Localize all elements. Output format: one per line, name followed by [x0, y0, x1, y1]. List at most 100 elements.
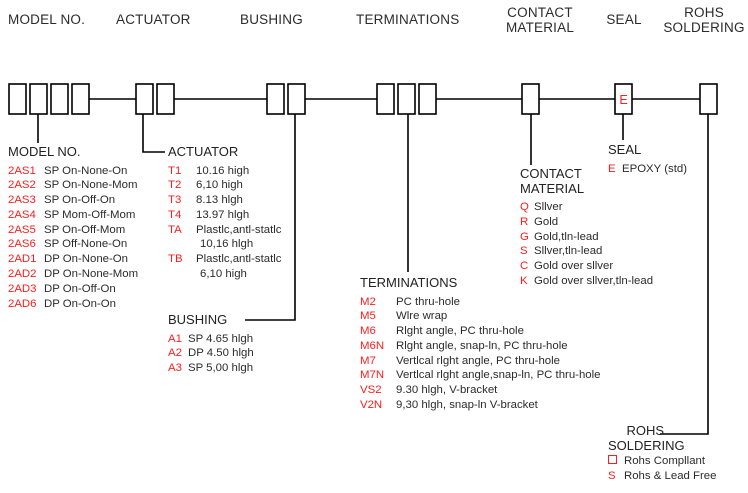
- option-description: SP On-Off-On: [44, 194, 116, 207]
- option-code: S: [520, 245, 528, 258]
- option-description: Sllver,tln-lead: [534, 245, 603, 258]
- option-row: TA Plastlc,antl-statlc: [168, 224, 281, 238]
- option-code: E: [608, 162, 616, 175]
- option-code: T3: [168, 194, 182, 207]
- option-code: S: [608, 469, 616, 482]
- box-rohs: [699, 83, 718, 115]
- option-description: Rlght angle, PC thru-hole: [396, 325, 524, 338]
- section-terminations-title: TERMINATIONS: [360, 275, 458, 290]
- option-description: Rlght angle, snap-ln, PC thru-hole: [396, 339, 568, 352]
- option-row: 2AS3 SP On-Off-On: [8, 194, 138, 208]
- option-row: S Sllver,tln-lead: [520, 245, 653, 259]
- option-description: 13.97 hlgh: [196, 208, 250, 221]
- box-contact-material: [521, 83, 540, 115]
- header-bushing: BUSHING: [240, 12, 303, 27]
- option-row: M6N Rlght angle, snap-ln, PC thru-hole: [360, 340, 601, 354]
- option-description: DP On-On-On: [44, 297, 116, 310]
- option-code: M2: [360, 295, 376, 308]
- option-code: 2AS4: [8, 208, 36, 221]
- option-code: M6N: [360, 339, 385, 352]
- option-code: K: [520, 274, 528, 287]
- header-rohs-soldering: ROHS SOLDERING: [663, 5, 745, 35]
- rohs-compliant-square-icon: [608, 455, 617, 465]
- section-contact-material-title: CONTACT MATERIAL: [520, 166, 585, 196]
- option-code: V2N: [360, 398, 383, 411]
- option-code: Q: [520, 201, 529, 213]
- leader-rohs: [660, 114, 709, 435]
- option-code: 2AS3: [8, 194, 36, 207]
- option-description: Rohs Compllant: [624, 455, 706, 467]
- option-description: SP On-None-Mom: [44, 179, 138, 192]
- option-description: Gold over sllver,tln-lead: [534, 274, 654, 287]
- option-row: A3 SP 5,00 hlgh: [168, 362, 254, 376]
- option-code: C: [520, 260, 529, 273]
- option-description: Rohs & Lead Free: [624, 469, 717, 482]
- option-description-continued: 10,16 hlgh: [200, 238, 254, 251]
- option-row: A2 DP 4.50 hlgh: [168, 347, 254, 361]
- option-row: Rohs Compllant: [608, 455, 716, 469]
- box-model-1: [8, 83, 27, 115]
- option-code: T1: [168, 164, 182, 177]
- option-description: Plastlc,antl-statlc: [196, 223, 282, 236]
- option-code: 2AS6: [8, 238, 36, 251]
- option-code: TA: [168, 223, 182, 236]
- option-code: M5: [360, 310, 376, 323]
- option-description: DP 4.50 hlgh: [188, 347, 254, 360]
- option-row: T1 10.16 high: [168, 165, 281, 179]
- option-description: Sllver: [534, 201, 563, 213]
- option-code: A3: [168, 362, 182, 375]
- option-code: A1: [168, 332, 182, 345]
- header-model-no: MODEL NO.: [8, 12, 86, 27]
- box-termination-2: [397, 83, 416, 115]
- option-code: 2AD6: [8, 297, 37, 310]
- option-row: S Rohs & Lead Free: [608, 470, 716, 484]
- header-terminations: TERMINATIONS: [356, 12, 460, 27]
- box-model-2: [29, 83, 48, 115]
- box-termination-1: [376, 83, 395, 115]
- option-description: Gold over sllver: [534, 260, 614, 273]
- option-description: SP On-Off-Mom: [44, 223, 126, 236]
- option-code: VS2: [360, 384, 382, 397]
- box-model-3: [50, 83, 69, 115]
- header-seal: SEAL: [606, 12, 642, 27]
- option-code: T2: [168, 179, 182, 192]
- option-row: 2AS4 SP Mom-Off-Mom: [8, 209, 138, 223]
- box-bushing-1: [266, 83, 285, 115]
- option-row: 2AS2 SP On-None-Mom: [8, 179, 138, 193]
- option-description: 10.16 high: [196, 164, 250, 177]
- option-description: DP On-None-On: [44, 253, 128, 266]
- option-description: SP 5,00 hlgh: [188, 362, 254, 375]
- option-code: 2AS5: [8, 223, 36, 236]
- box-bushing-2: [287, 83, 306, 115]
- option-code: M7N: [360, 369, 385, 382]
- option-description: 9,30 hlgh, snap-ln V-bracket: [396, 398, 538, 411]
- option-description: Vertlcal rlght angle, PC thru-hole: [396, 354, 560, 367]
- leader-bushing: [245, 114, 296, 321]
- option-description: Gold: [534, 215, 559, 228]
- option-description: Plastlc,antl-statlc: [196, 253, 282, 266]
- option-description: DP On-None-Mom: [44, 267, 139, 280]
- section-seal-title: SEAL: [608, 142, 642, 157]
- option-description: SP Mom-Off-Mom: [44, 208, 136, 221]
- option-code: A2: [168, 347, 182, 360]
- option-code: G: [520, 230, 529, 243]
- option-code: 2AS2: [8, 179, 36, 192]
- section-model-no-title: MODEL NO.: [8, 144, 81, 159]
